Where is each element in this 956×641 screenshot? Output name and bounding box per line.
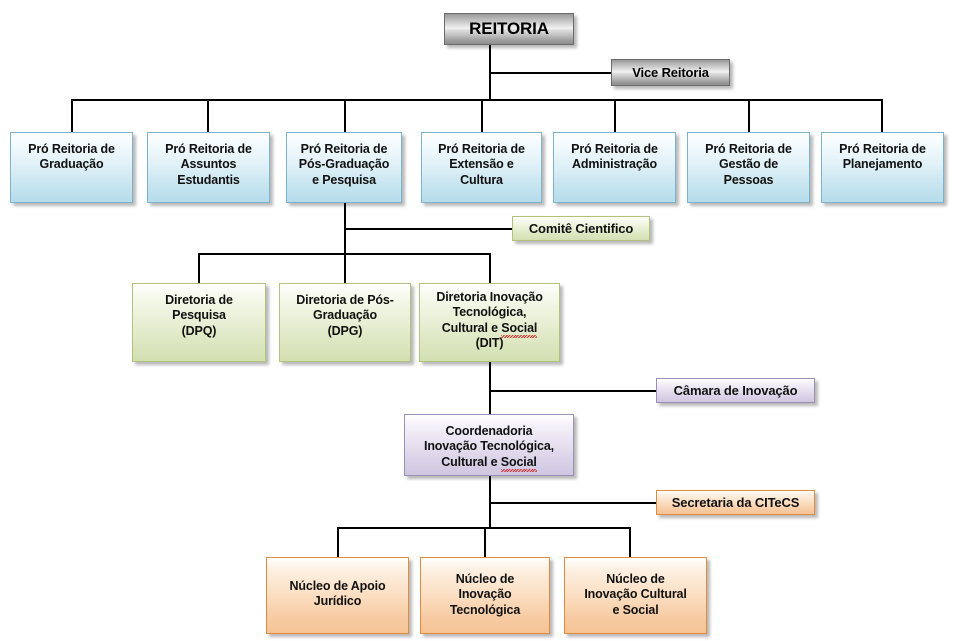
connector-drop-pro-2 [207,99,209,132]
node-pro-reitoria-graduacao-label: Pró Reitoria de Graduação [28,142,115,172]
node-secretaria-citecs[interactable]: Secretaria da CITeCS [656,490,815,515]
node-nucleo-inovacao-tecnologica[interactable]: Núcleo de Inovação Tecnológica [420,557,550,634]
node-diretoria-pos-graduacao-label: Diretoria de Pós- Graduação (DPG) [296,293,394,338]
node-pro-reitoria-assuntos-estudantis[interactable]: Pró Reitoria de Assuntos Estudantis [147,132,270,203]
connector-drop-pro-5 [614,99,616,132]
node-nucleo-apoio-juridico-label: Núcleo de Apoio Jurídico [289,579,386,609]
node-diretoria-pesquisa[interactable]: Diretoria de Pesquisa (DPQ) [132,283,266,362]
node-pro-reitoria-administracao-label: Pró Reitoria de Administração [571,142,658,172]
node-nucleo-inovacao-cultural-social[interactable]: Núcleo de Inovação Cultural e Social [564,557,707,634]
connector-pro-reitoria-bus [71,99,883,101]
connector-drop-diretoria-3 [489,253,491,283]
connector-drop-diretoria-2 [344,253,346,283]
connector-drop-pro-6 [748,99,750,132]
node-comite-cientifico[interactable]: Comitê Cientifico [512,216,650,241]
connector-drop-pro-1 [71,99,73,132]
node-pro-reitoria-planejamento[interactable]: Pró Reitoria de Planejamento [821,132,944,203]
node-comite-cientifico-label: Comitê Cientifico [528,220,634,236]
connector-dit-stem [489,362,491,414]
node-pro-reitoria-gestao-pessoas[interactable]: Pró Reitoria de Gestão de Pessoas [687,132,810,203]
connector-dit-to-camara [489,390,656,392]
connector-drop-pro-7 [881,99,883,132]
connector-drop-nucleo-3 [629,527,631,557]
node-nucleo-apoio-juridico[interactable]: Núcleo de Apoio Jurídico [266,557,409,634]
node-pro-reitoria-gestao-pessoas-label: Pró Reitoria de Gestão de Pessoas [705,142,792,187]
connector-nucleo-bus [337,527,630,529]
node-coordenadoria-inovacao[interactable]: Coordenadoria Inovação Tecnológica, Cult… [404,414,574,476]
connector-coordenadoria-to-secretaria [489,502,656,504]
node-diretoria-pos-graduacao[interactable]: Diretoria de Pós- Graduação (DPG) [279,283,411,362]
node-reitoria[interactable]: REITORIA [444,13,574,45]
node-pro-reitoria-administracao[interactable]: Pró Reitoria de Administração [553,132,676,203]
connector-drop-pro-4 [481,99,483,132]
spellcheck-underline-social-coordenadoria: Social [500,454,537,473]
node-coordenadoria-inovacao-label: Coordenadoria Inovação Tecnológica, Cult… [424,424,554,473]
connector-posgrad-to-comite [344,228,512,230]
node-pro-reitoria-planejamento-label: Pró Reitoria de Planejamento [839,142,926,172]
node-diretoria-pesquisa-label: Diretoria de Pesquisa (DPQ) [165,293,233,338]
spellcheck-underline-social-dit: Social [501,320,538,339]
node-pro-reitoria-assuntos-estudantis-label: Pró Reitoria de Assuntos Estudantis [165,142,252,187]
node-nucleo-inovacao-cultural-social-label: Núcleo de Inovação Cultural e Social [584,572,687,617]
node-pro-reitoria-pos-graduacao-pesquisa[interactable]: Pró Reitoria de Pós-Graduação e Pesquisa [286,132,402,203]
connector-drop-diretoria-1 [198,253,200,283]
node-nucleo-inovacao-tecnologica-label: Núcleo de Inovação Tecnológica [449,572,521,617]
node-pro-reitoria-extensao-cultura-label: Pró Reitoria de Extensão e Cultura [438,142,525,187]
node-pro-reitoria-graduacao[interactable]: Pró Reitoria de Graduação [10,132,133,203]
node-secretaria-citecs-label: Secretaria da CITeCS [671,494,800,510]
node-pro-reitoria-extensao-cultura[interactable]: Pró Reitoria de Extensão e Cultura [421,132,542,203]
node-camara-inovacao[interactable]: Câmara de Inovação [656,378,815,403]
connector-root-to-vice [489,72,611,74]
node-diretoria-inovacao-tecnologica[interactable]: Diretoria Inovação Tecnológica, Cultural… [419,283,560,362]
node-diretoria-inovacao-tecnologica-label: Diretoria Inovação Tecnológica, Cultural… [436,290,543,350]
connector-drop-pro-3 [344,99,346,132]
connector-drop-nucleo-2 [484,527,486,557]
node-camara-inovacao-label: Câmara de Inovação [673,382,798,398]
node-reitoria-label: REITORIA [469,18,549,38]
node-vice-reitoria[interactable]: Vice Reitoria [611,59,730,86]
node-pro-reitoria-pos-graduacao-pesquisa-label: Pró Reitoria de Pós-Graduação e Pesquisa [298,142,390,187]
connector-drop-nucleo-1 [337,527,339,557]
node-vice-reitoria-label: Vice Reitoria [632,64,709,80]
